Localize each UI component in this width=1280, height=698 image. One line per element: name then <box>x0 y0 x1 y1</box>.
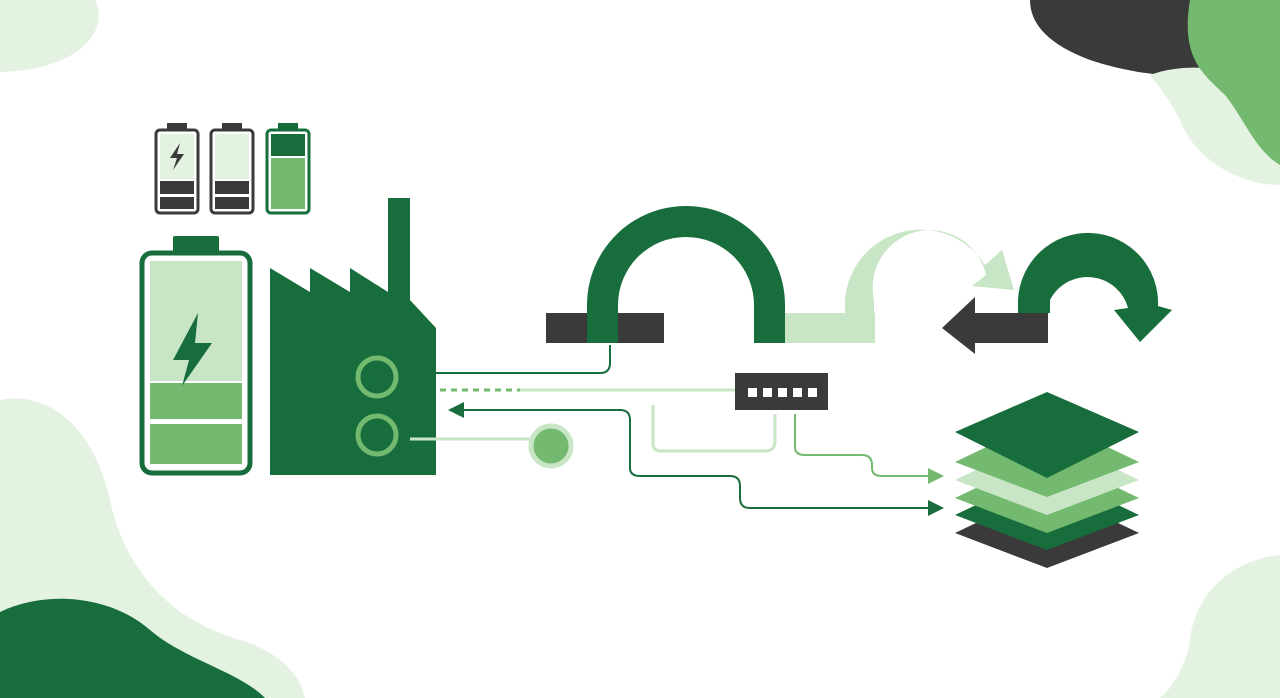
loop-arrow-dark <box>1018 232 1172 342</box>
line-hub-loop <box>651 405 777 453</box>
loop-arrow-light <box>845 229 1014 343</box>
line-to-stack-upper <box>619 409 944 516</box>
process-arcs <box>546 206 1172 354</box>
lightning-bolt-icon <box>173 313 212 386</box>
blob-top-right-mid <box>1187 0 1280 165</box>
loop-arc-dark <box>587 206 785 343</box>
battery-low-icon <box>209 123 255 215</box>
connection-lines <box>410 345 944 516</box>
factory-port-top <box>355 355 399 399</box>
small-batteries <box>154 123 311 215</box>
battery-full-icon <box>265 123 311 215</box>
blob-top-left <box>0 0 99 72</box>
node-dot <box>528 423 574 469</box>
line-hub-to-stack <box>794 414 944 484</box>
battery-charging-icon <box>154 123 200 215</box>
factory-icon <box>270 198 436 475</box>
line-loop-to-port <box>410 345 611 374</box>
network-hub-icon <box>735 373 828 410</box>
large-battery-icon <box>139 236 253 476</box>
return-arrow-dark <box>942 297 1048 354</box>
blob-bottom-left-dark <box>0 598 265 698</box>
layers-stack-icon <box>955 392 1139 568</box>
blob-bottom-right-pale <box>1160 555 1280 698</box>
factory-port-bottom <box>355 413 399 457</box>
